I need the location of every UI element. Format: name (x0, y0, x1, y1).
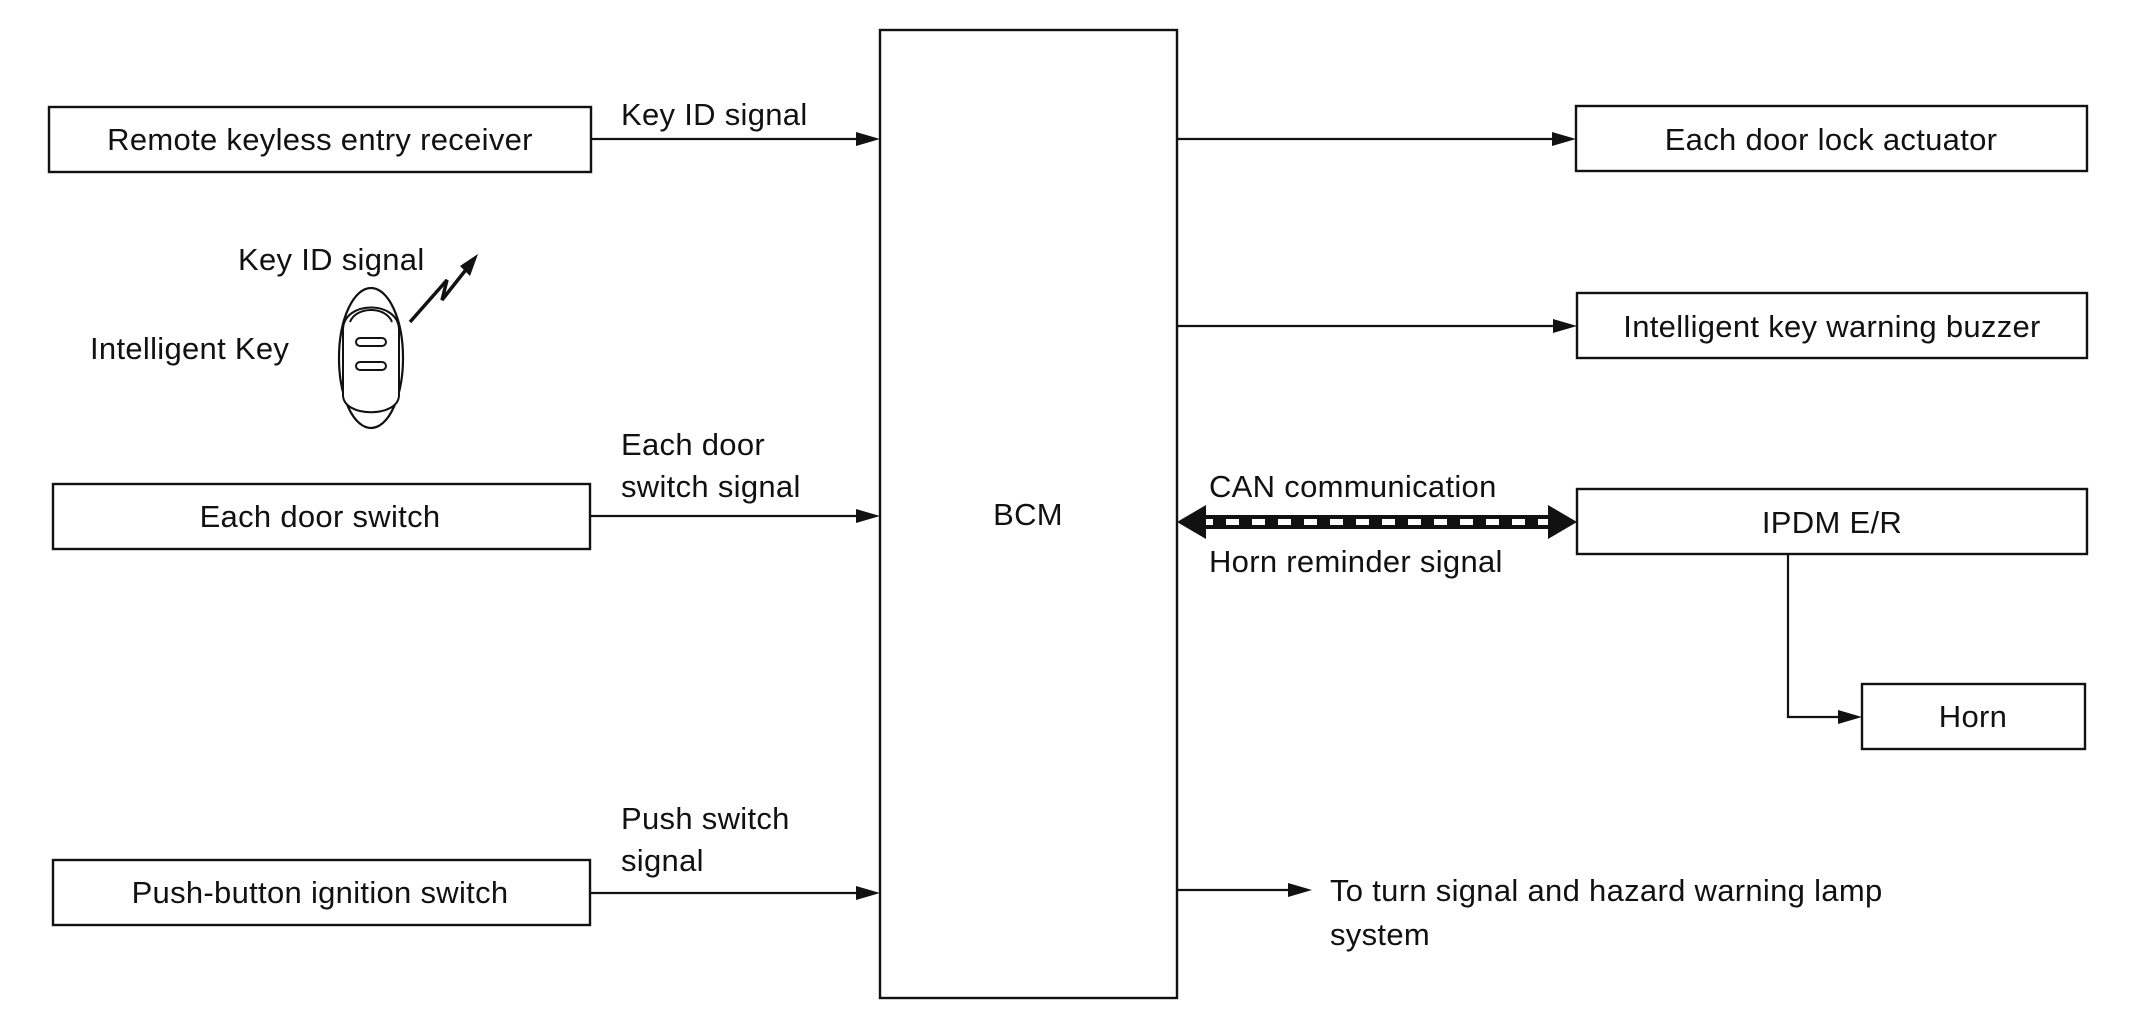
ipdm-er-label: IPDM E/R (1762, 505, 1902, 540)
key-id-signal-wireless-label: Key ID signal (238, 242, 425, 277)
turn-signal-arrowhead (1288, 883, 1312, 897)
each-door-lock-actuator-label: Each door lock actuator (1665, 122, 1998, 157)
turn-signal-label-line2: system (1330, 917, 1430, 952)
each-door-lock-actuator-block: Each door lock actuator (1574, 104, 2089, 173)
turn-signal-label-line1: To turn signal and hazard warning lamp (1330, 873, 1883, 908)
remote-keyless-entry-receiver-label: Remote keyless entry receiver (107, 122, 533, 157)
warning-buzzer-arrowhead (1553, 319, 1577, 333)
each-door-switch-block: Each door switch (51, 482, 592, 551)
each-door-lock-actuator-box (1574, 104, 2089, 173)
remote-keyless-entry-receiver-block: Remote keyless entry receiver (47, 105, 593, 174)
horn-block: Horn (1860, 682, 2087, 751)
push-button-ignition-switch-block: Push-button ignition switch (51, 858, 592, 927)
key-id-signal-arrowhead (856, 132, 880, 146)
intelligent-key-warning-buzzer-label: Intelligent key warning buzzer (1623, 309, 2040, 344)
push-button-ignition-switch-label: Push-button ignition switch (132, 875, 509, 910)
horn-label: Horn (1939, 699, 2007, 734)
remote-keyless-entry-receiver-box (47, 105, 593, 174)
intelligent-key-label: Intelligent Key (90, 331, 289, 366)
ipdm-to-horn-line (1786, 554, 1842, 719)
each-door-switch-label: Each door switch (200, 499, 441, 534)
bcm-label: BCM (993, 497, 1063, 532)
door-switch-signal-label-line1: Each door (621, 427, 765, 462)
push-switch-signal-label-line1: Push switch (621, 801, 790, 836)
ipdm-to-horn-arrowhead (1838, 710, 1862, 724)
wireless-signal-icon (408, 254, 478, 324)
door-lock-actuator-arrowhead (1552, 132, 1576, 146)
door-switch-signal-arrowhead (856, 509, 880, 523)
intelligent-key-warning-buzzer-box (1575, 291, 2089, 360)
intelligent-key-warning-buzzer-block: Intelligent key warning buzzer (1575, 291, 2089, 360)
key-id-signal-label: Key ID signal (621, 97, 808, 132)
horn-reminder-signal-label: Horn reminder signal (1209, 544, 1503, 579)
push-button-ignition-switch-box (51, 858, 592, 927)
push-switch-signal-label-line2: signal (621, 843, 704, 878)
door-switch-signal-label-line2: switch signal (621, 469, 801, 504)
intelligent-key-fob-icon (337, 286, 405, 430)
bcm-box (878, 28, 1179, 1000)
ipdm-er-block: IPDM E/R (1575, 487, 2089, 556)
can-communication-label: CAN communication (1209, 469, 1497, 504)
horn-box (1860, 682, 2087, 751)
ipdm-er-box (1575, 487, 2089, 556)
can-bus-double-arrow (1177, 505, 1577, 539)
push-switch-signal-arrowhead (856, 886, 880, 900)
